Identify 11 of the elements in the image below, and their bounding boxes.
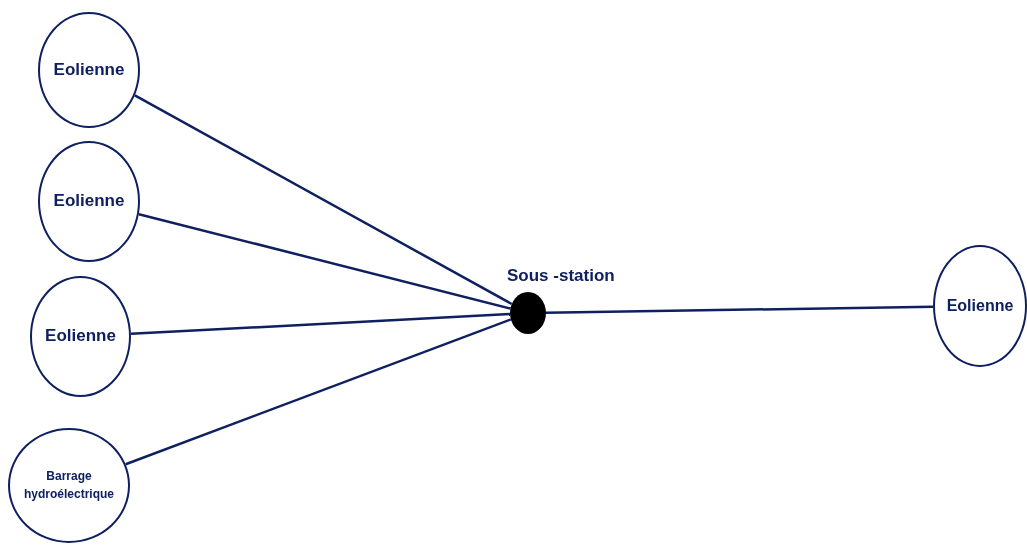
connector-line [138, 212, 511, 310]
connector-line [130, 312, 511, 336]
node-label: Eolienne [45, 325, 116, 348]
connector-line [125, 318, 512, 466]
node-label: Eolienne [53, 190, 125, 213]
node-label: Sous -station [507, 266, 615, 286]
node-label: Eolienne [53, 58, 125, 81]
node-label: Barrage hydroélectrique [23, 468, 115, 503]
connector-line [134, 94, 513, 306]
connector-line [546, 305, 933, 314]
node-label: Eolienne [946, 296, 1014, 317]
